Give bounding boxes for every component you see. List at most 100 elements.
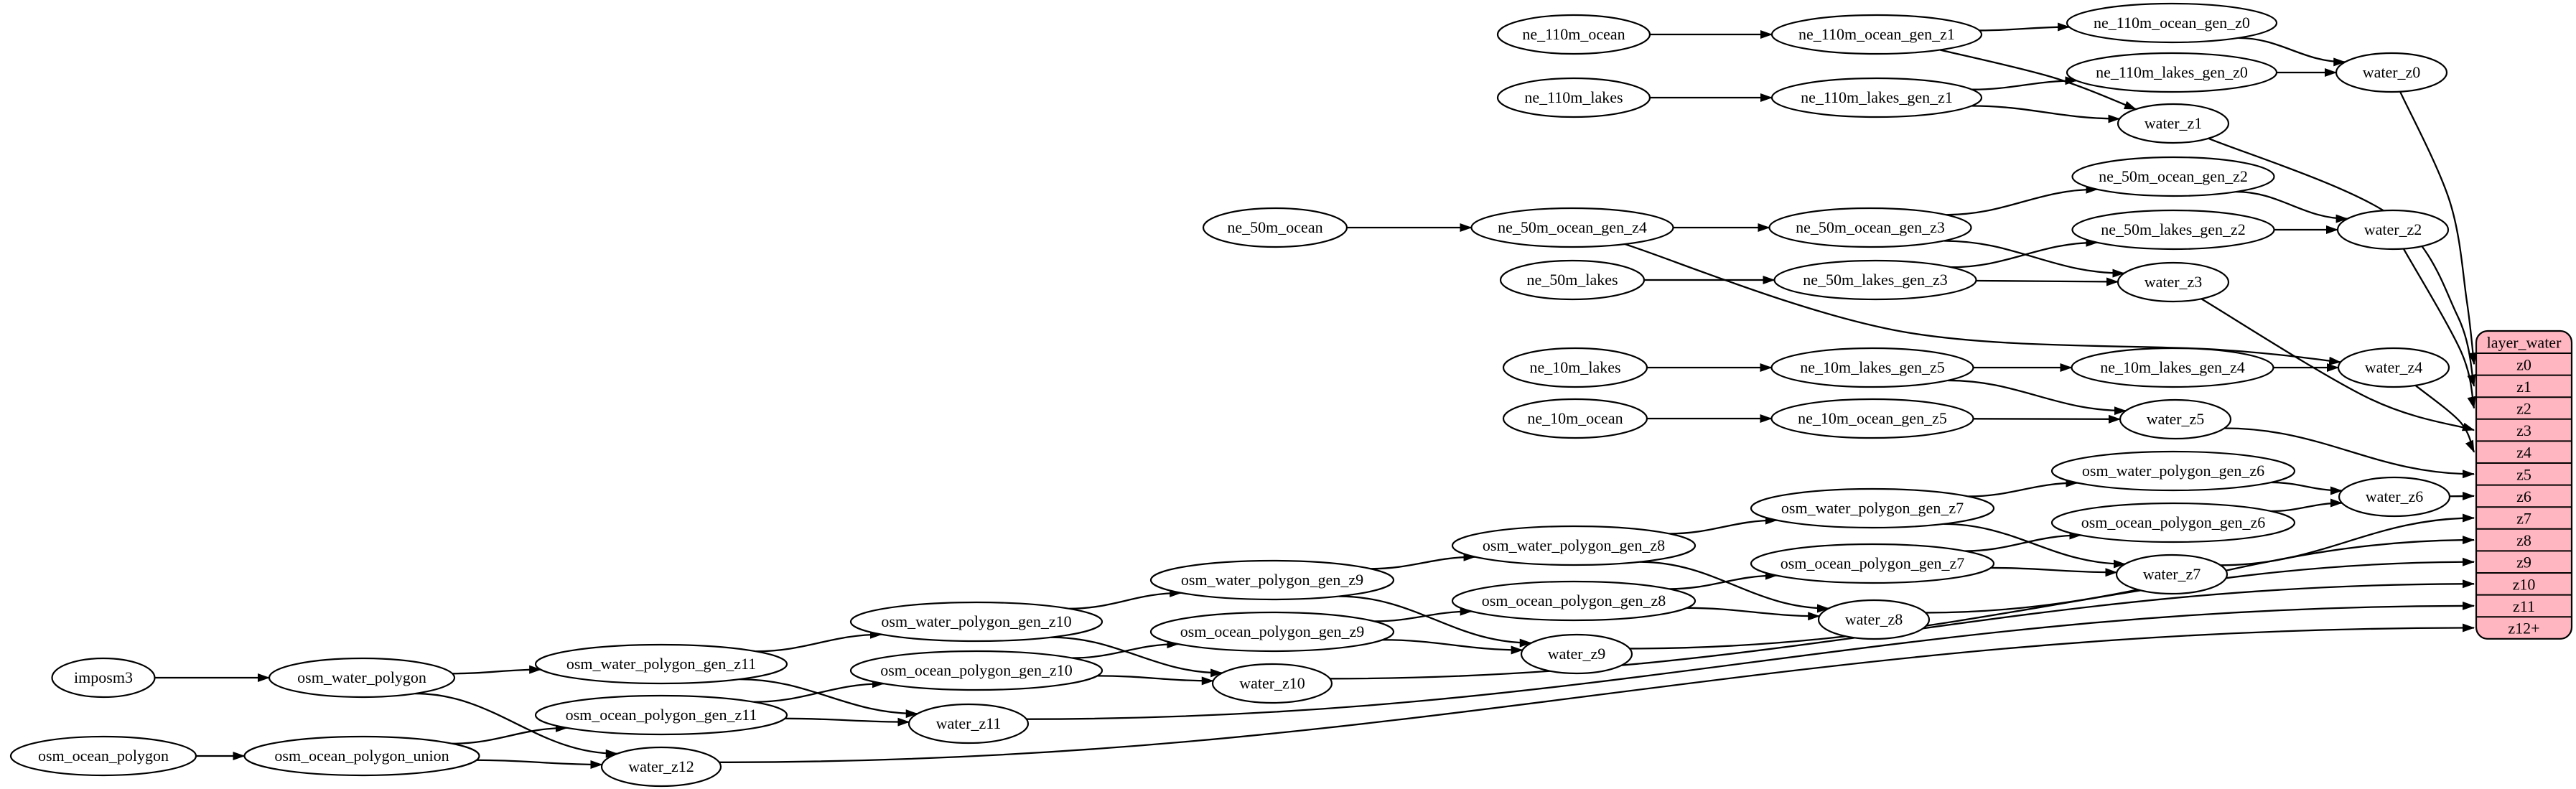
node-water_z3: water_z3 [2117, 261, 2230, 303]
node-ne_50m_ocean: ne_50m_ocean [1202, 207, 1348, 248]
node-osm_ocean_polygon_gen_z9: osm_ocean_polygon_gen_z9 [1149, 611, 1395, 653]
edge-water_z12-to-layer_water-z12+ [719, 623, 2475, 763]
edge-ne_110m_lakes_gen_z1-to-ne_110m_lakes_gen_z0 [1971, 76, 2078, 90]
node-ellipse-water_z10 [1211, 663, 1333, 704]
node-osm_ocean_polygon_gen_z6: osm_ocean_polygon_gen_z6 [2050, 502, 2296, 543]
node-ellipse-water_z11 [907, 703, 1030, 744]
edge-osm_water_polygon-to-water_z12 [415, 692, 618, 758]
table-row-z6: z6 [2516, 487, 2531, 505]
node-label-water_z12: water_z12 [628, 757, 694, 775]
edge-osm_water_polygon_gen_z10-to-osm_water_polygon_gen_z9 [1069, 588, 1182, 610]
edge-osm_water_polygon_gen_z9-to-water_z9 [1338, 595, 1532, 648]
node-ellipse-ne_10m_ocean [1502, 398, 1648, 439]
node-label-ne_50m_ocean: ne_50m_ocean [1227, 218, 1322, 236]
edge-water_z4-to-layer_water-z4 [2414, 384, 2475, 453]
node-ellipse-osm_ocean_polygon_gen_z11 [534, 694, 788, 736]
node-ne_110m_ocean_gen_z1: ne_110m_ocean_gen_z1 [1770, 14, 1983, 55]
node-water_z5: water_z5 [2119, 398, 2232, 440]
node-label-ne_50m_ocean_gen_z4: ne_50m_ocean_gen_z4 [1498, 218, 1647, 236]
edge-osm_ocean_polygon_gen_z11-to-osm_ocean_polygon_gen_z10 [754, 679, 885, 703]
node-label-water_z10: water_z10 [1239, 674, 1305, 692]
node-ne_50m_lakes: ne_50m_lakes [1499, 259, 1646, 301]
edge-water_z2-to-layer_water-z2 [2402, 248, 2476, 409]
node-ellipse-osm_ocean_polygon_gen_z6 [2050, 502, 2296, 543]
node-ellipse-osm_water_polygon_gen_z9 [1149, 559, 1395, 601]
edge-osm_ocean_polygon_union-to-osm_ocean_polygon_gen_z11 [452, 723, 569, 744]
node-ellipse-osm_ocean_polygon [9, 735, 197, 777]
node-ellipse-ne_110m_ocean_gen_z1 [1770, 14, 1983, 55]
node-water_z8: water_z8 [1817, 599, 1931, 640]
node-water_z0: water_z0 [2335, 52, 2448, 93]
edge-osm_ocean_polygon_gen_z10-to-water_z10 [1097, 675, 1214, 686]
node-ellipse-water_z8 [1817, 599, 1931, 640]
node-label-ne_10m_ocean: ne_10m_ocean [1527, 409, 1623, 427]
node-ellipse-ne_110m_lakes_gen_z0 [2066, 52, 2278, 93]
node-label-osm_ocean_polygon_gen_z6: osm_ocean_polygon_gen_z6 [2081, 513, 2266, 531]
table-row-z5: z5 [2516, 465, 2531, 483]
table-row-z1: z1 [2516, 378, 2531, 396]
node-label-osm_water_polygon_gen_z10: osm_water_polygon_gen_z10 [881, 612, 1071, 630]
node-osm_water_polygon_gen_z7: osm_water_polygon_gen_z7 [1750, 487, 1995, 529]
node-label-water_z1: water_z1 [2145, 114, 2203, 132]
node-imposm3: imposm3 [51, 657, 156, 699]
edge-osm_ocean_polygon_gen_z10-to-osm_ocean_polygon_gen_z9 [1072, 640, 1180, 659]
node-ellipse-osm_water_polygon_gen_z10 [849, 601, 1103, 643]
node-ne_110m_ocean: ne_110m_ocean [1496, 14, 1651, 55]
node-ellipse-water_z5 [2119, 398, 2232, 440]
node-ellipse-osm_water_polygon_gen_z11 [534, 643, 788, 685]
node-label-osm_ocean_polygon_gen_z11: osm_ocean_polygon_gen_z11 [566, 706, 757, 724]
node-ellipse-ne_50m_lakes_gen_z2 [2071, 209, 2275, 251]
node-label-ne_110m_lakes: ne_110m_lakes [1524, 88, 1623, 106]
table-row-z3: z3 [2516, 421, 2531, 439]
node-osm_ocean_polygon_gen_z11: osm_ocean_polygon_gen_z11 [534, 694, 788, 736]
node-label-imposm3: imposm3 [74, 668, 133, 686]
node-label-ne_50m_lakes_gen_z3: ne_50m_lakes_gen_z3 [1803, 271, 1948, 289]
edge-osm_water_polygon_gen_z9-to-osm_water_polygon_gen_z8 [1371, 552, 1476, 570]
edge-water_z3-to-layer_water-z3 [2201, 298, 2475, 431]
edge-osm_water_polygon_gen_z7-to-osm_water_polygon_gen_z6 [1968, 478, 2078, 498]
node-label-osm_water_polygon_gen_z9: osm_water_polygon_gen_z9 [1181, 571, 1363, 589]
node-ne_50m_ocean_gen_z4: ne_50m_ocean_gen_z4 [1470, 207, 1674, 248]
node-label-ne_110m_lakes_gen_z1: ne_110m_lakes_gen_z1 [1801, 88, 1953, 106]
edge-osm_water_polygon_gen_z8-to-water_z8 [1639, 561, 1829, 613]
node-ellipse-water_z12 [600, 746, 722, 788]
node-ellipse-imposm3 [51, 657, 156, 699]
node-ellipse-ne_50m_lakes_gen_z3 [1773, 259, 1977, 301]
edge-ne_50m_lakes_gen_z3-to-ne_50m_lakes_gen_z2 [1951, 238, 2099, 269]
node-ellipse-ne_10m_lakes [1502, 347, 1648, 388]
node-ellipse-water_z4 [2337, 347, 2450, 388]
node-label-osm_ocean_polygon_gen_z7: osm_ocean_polygon_gen_z7 [1781, 554, 1965, 572]
table-row-z7: z7 [2516, 510, 2531, 528]
node-ellipse-water_z7 [2115, 554, 2229, 595]
node-ellipse-ne_110m_ocean [1496, 14, 1651, 55]
node-label-osm_ocean_polygon_union: osm_ocean_polygon_union [274, 747, 449, 765]
node-ne_10m_ocean_gen_z5: ne_10m_ocean_gen_z5 [1770, 398, 1974, 439]
node-label-osm_water_polygon_gen_z6: osm_water_polygon_gen_z6 [2082, 462, 2264, 480]
node-osm_water_polygon_gen_z8: osm_water_polygon_gen_z8 [1451, 525, 1697, 566]
edge-osm_ocean_polygon_gen_z7-to-water_z7 [1990, 566, 2118, 577]
node-osm_water_polygon_gen_z11: osm_water_polygon_gen_z11 [534, 643, 788, 685]
table-row-z8: z8 [2516, 531, 2531, 549]
node-ne_10m_ocean: ne_10m_ocean [1502, 398, 1648, 439]
edge-ne_50m_ocean_gen_z3-to-water_z3 [1943, 240, 2125, 278]
node-ellipse-ne_50m_ocean_gen_z2 [2071, 156, 2275, 197]
node-label-water_z9: water_z9 [1548, 645, 1606, 663]
node-label-osm_water_polygon_gen_z7: osm_water_polygon_gen_z7 [1781, 499, 1964, 517]
node-osm_ocean_polygon_gen_z7: osm_ocean_polygon_gen_z7 [1750, 543, 1995, 584]
node-label-ne_110m_ocean: ne_110m_ocean [1522, 25, 1625, 43]
node-ne_10m_lakes: ne_10m_lakes [1502, 347, 1648, 388]
edge-osm_ocean_polygon_gen_z6-to-water_z6 [2271, 498, 2343, 513]
edge-osm_water_polygon_gen_z6-to-water_z6 [2271, 481, 2343, 495]
node-ellipse-water_z9 [1520, 633, 1633, 675]
edge-ne_50m_ocean_gen_z3-to-ne_50m_ocean_gen_z2 [1946, 185, 2099, 216]
node-osm_water_polygon: osm_water_polygon [268, 657, 456, 699]
node-osm_water_polygon_gen_z9: osm_water_polygon_gen_z9 [1149, 559, 1395, 601]
node-osm_ocean_polygon_gen_z8: osm_ocean_polygon_gen_z8 [1451, 580, 1697, 622]
node-ellipse-water_z6 [2338, 476, 2451, 518]
node-label-osm_ocean_polygon_gen_z9: osm_ocean_polygon_gen_z9 [1180, 622, 1365, 640]
node-ellipse-ne_110m_lakes_gen_z1 [1770, 77, 1983, 118]
node-water_z2: water_z2 [2336, 209, 2450, 251]
node-ellipse-water_z1 [2117, 103, 2230, 144]
